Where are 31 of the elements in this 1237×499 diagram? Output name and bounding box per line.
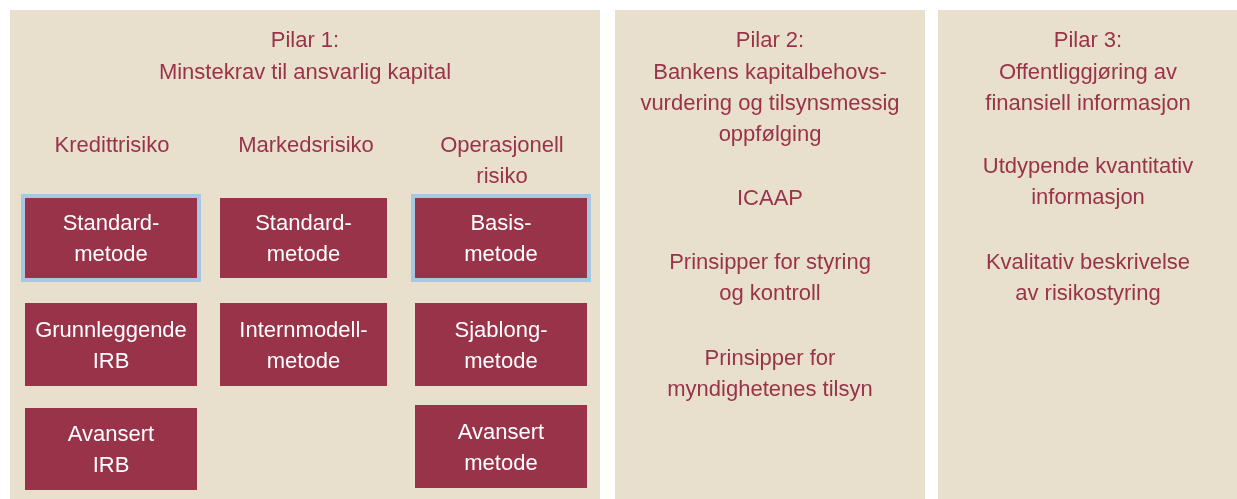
topic-text: Utdypende kvantitativ informasjon: [981, 152, 1195, 211]
method-box: [220, 198, 387, 278]
method-box: [25, 408, 197, 490]
topic-text: Prinsipper for styring og kontroll: [668, 248, 872, 307]
method-label: Standard-metode: [61, 209, 161, 268]
method-box: [25, 303, 197, 386]
topic-text: Prinsipper for myndighetenes tilsyn: [666, 344, 874, 403]
pillar-panel: [10, 10, 600, 499]
method-box: [220, 303, 387, 386]
method-label: Grunnleggende IRB: [34, 315, 188, 375]
method-box: [415, 405, 587, 488]
pillar-heading: Pilar 2:: [734, 26, 806, 54]
pillar-heading: Pilar 1:: [269, 26, 341, 54]
topic-text: Kvalitativ beskrivelse av risikostyring: [984, 248, 1192, 307]
pillar-subheading: Minstekrav til ansvarlig kapital: [157, 58, 453, 86]
pillar-panel: [938, 10, 1237, 499]
pillar-subheading: Offentliggjøring av finansiell informasjon: [984, 58, 1192, 117]
column-heading: Operasjonell risiko: [439, 131, 565, 190]
column-heading: Markedsrisiko: [237, 131, 375, 159]
topic-text: ICAAP: [736, 184, 804, 212]
method-label: Avansert metode: [456, 417, 546, 477]
method-box: [415, 303, 587, 386]
pillar-heading: Pilar 3:: [1052, 26, 1124, 54]
method-label: Internmodell-metode: [238, 315, 369, 375]
method-label: Standard-metode: [254, 209, 353, 268]
method-label: Avansert IRB: [66, 420, 156, 479]
pillar-subheading: Bankens kapitalbehovs-vurdering og tilsynsmessig oppfølging: [640, 58, 900, 148]
pillar-panel: [615, 10, 925, 499]
method-label: Sjablong-metode: [453, 315, 549, 375]
column-heading: Kredittrisiko: [53, 131, 171, 159]
method-label: Basis-metode: [463, 209, 539, 268]
